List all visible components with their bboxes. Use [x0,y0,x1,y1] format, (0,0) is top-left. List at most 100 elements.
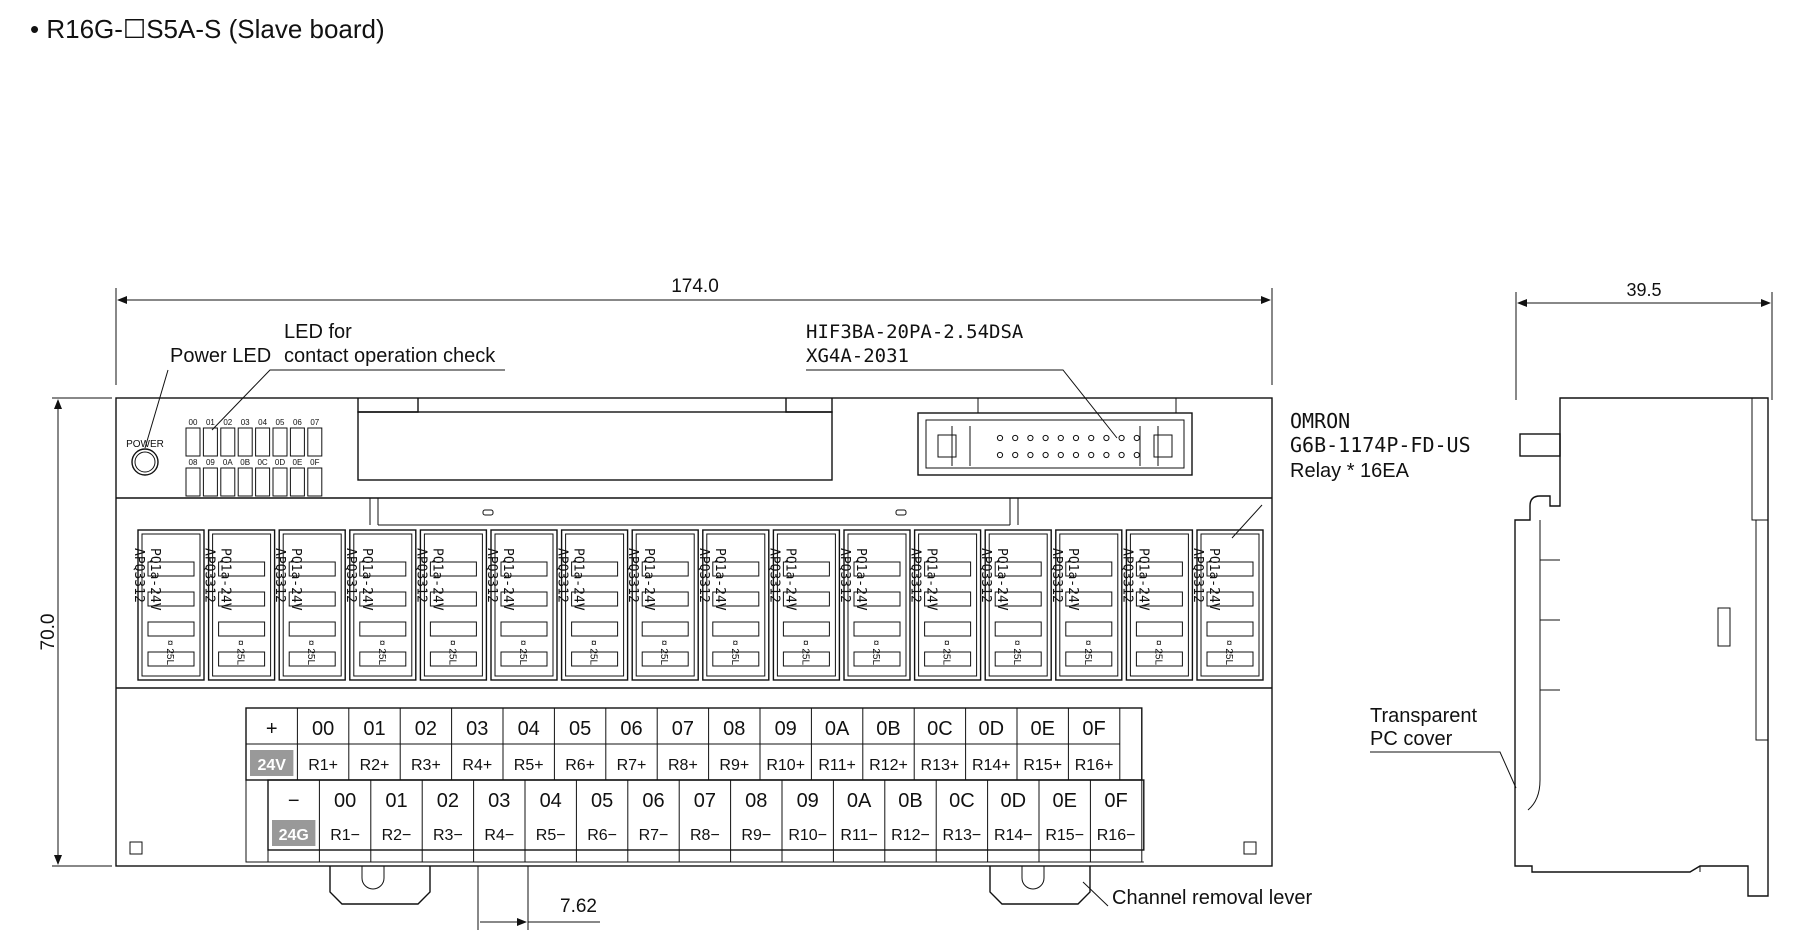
relay-text-code: APQ3312 [413,548,428,603]
terminal-bottom-relay: R9− [741,827,771,844]
led-top-label: 05 [276,418,285,427]
terminal-bottom-relay: R5− [536,827,566,844]
connector-pin [1012,451,1019,459]
connector-pin [1133,434,1140,442]
mount-hole-right [1243,841,1257,855]
terminal-top-relay: R14+ [972,757,1011,774]
connector-pin [1118,451,1125,459]
relay-text-code: APQ3312 [908,548,923,603]
led-bottom-box [237,467,253,497]
terminal-24g-symbol: − [288,790,300,812]
height-dimension: 70.0 [38,397,112,867]
relay-text-mark: ¤ 25L [1082,640,1093,665]
relay-text-model: PQ1a-24V [288,548,303,611]
width-dimension: 174.0 [115,276,1273,385]
relay-text-mark: ¤ 25L [1223,640,1234,665]
relay-text-code: APQ3312 [766,548,781,603]
connector-pin [996,434,1004,442]
terminal-bottom-relay: R6− [587,827,617,844]
terminal-bottom-relay: R10− [788,827,827,844]
terminal-top-relay: R15+ [1023,757,1062,774]
relay-text-mark: ¤ 25L [941,640,952,665]
connector-pin [1103,451,1110,459]
relay-text-code: APQ3312 [202,548,217,603]
led-top-box [255,427,271,457]
terminal-top-relay: R11+ [818,757,856,774]
terminal-top-channel: 02 [415,718,437,740]
terminal-top-relay: R6+ [565,757,595,774]
relay-text-code: APQ3312 [978,548,993,603]
terminal-bottom-channel: 0C [949,790,975,812]
connector-pin [1133,451,1140,459]
channel-lever-left [329,866,431,905]
connector-pin [1042,451,1049,459]
terminal-top-channel: 06 [620,718,642,740]
led-bottom-label: 0E [293,458,303,467]
terminal-bottom-channel: 03 [488,790,510,812]
led-bottom-label: 0A [223,458,233,467]
connector-pin [1088,451,1095,459]
led-top-box [237,427,253,457]
terminal-bottom-channel: 0E [1052,790,1076,812]
terminal-top-channel: 00 [312,718,334,740]
connector-pin [1088,434,1095,442]
led-bottom-box [202,467,218,497]
relay-text-model: PQ1a-24V [571,548,586,611]
side-width-label: 39.5 [1626,280,1661,300]
terminal-top-channel: 0E [1030,718,1054,740]
terminal-bottom-channel: 09 [797,790,819,812]
terminal-bottom-relay: R1− [330,827,360,844]
relay-text-model: PQ1a-24V [1135,548,1150,611]
terminal-top-relay: R3+ [411,757,441,774]
terminal-top-channel: 0C [927,718,953,740]
relay-label-line3: Relay * 16EA [1290,460,1410,482]
terminal-bottom-channel: 0B [898,790,922,812]
terminal-bottom-relay: R14− [994,827,1033,844]
terminal-bottom-channel: 04 [540,790,562,812]
relay-text-code: APQ3312 [484,548,499,603]
terminal-top-channel: 0F [1082,718,1105,740]
terminal-24g-tag: 24G [279,827,309,844]
connector-pin [996,451,1004,459]
terminal-bottom-relay: R2− [382,827,412,844]
relay-text-code: APQ3312 [1049,548,1064,603]
led-bottom-label: 0C [257,458,267,467]
relay-text-model: PQ1a-24V [853,548,868,611]
terminal-bottom-channel: 0D [1001,790,1027,812]
page-title: • R16G-☐S5A-S (Slave board) [30,14,385,44]
relay-text-code: APQ3312 [555,548,570,603]
led-top-label: 01 [206,418,215,427]
terminal-bottom-relay: R3− [433,827,463,844]
relay-text-code: APQ3312 [625,548,640,603]
led-label-line1: LED for [284,321,352,343]
relay-text-mark: ¤ 25L [870,640,881,665]
terminal-block: +24V00R1+01R2+02R3+03R4+04R5+05R6+06R7+0… [245,707,1145,863]
terminal-bottom-channel: 02 [437,790,459,812]
relay-text-mark: ¤ 25L [588,640,599,665]
led-bottom-box [272,467,288,497]
terminal-bottom-channel: 06 [642,790,664,812]
relay-text-model: PQ1a-24V [218,548,233,611]
terminal-bottom-channel: 0A [847,790,872,812]
terminal-top-relay: R9+ [719,757,749,774]
led-top-box [185,427,201,457]
terminal-top-channel: 08 [723,718,745,740]
connector-pin [1072,451,1080,459]
terminal-top-relay: R2+ [360,757,390,774]
relay-text-mark: ¤ 25L [658,640,669,665]
led-bottom-label: 08 [189,458,198,467]
relay-text-model: PQ1a-24V [782,548,797,611]
mount-hole-left [129,841,143,855]
terminal-top-relay: R7+ [617,757,647,774]
terminal-top-relay: R10+ [766,757,805,774]
